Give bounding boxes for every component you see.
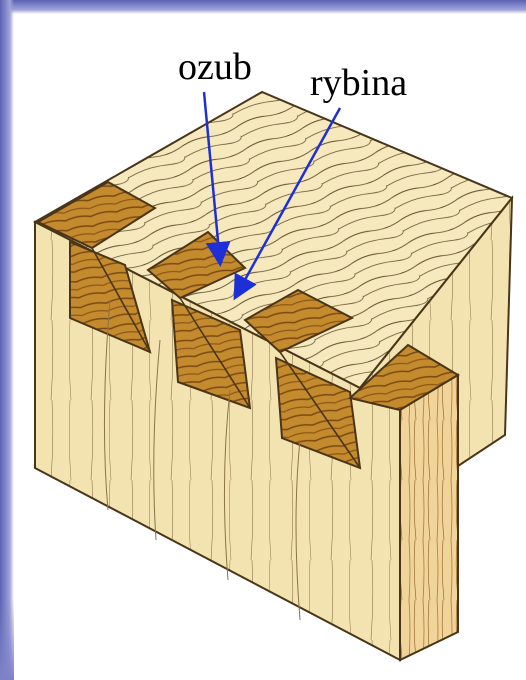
label-rybina: rybina xyxy=(310,64,407,102)
corner-post xyxy=(400,375,458,660)
label-ozub: ozub xyxy=(178,48,252,86)
